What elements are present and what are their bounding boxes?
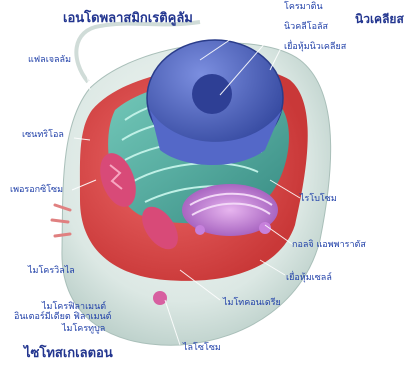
chromatin-label: โครมาติน <box>284 2 323 13</box>
ribosome-label: ไรโบโซม <box>300 194 337 205</box>
lysosome-label: ไลโซโซม <box>183 343 221 354</box>
golgi-label: กอลจิ แอพพาราตัส <box>292 240 366 251</box>
lysosome-shape <box>153 291 167 305</box>
title-endoplasmic-reticulum: เอนโดพลาสมิกเรติคูลัม <box>63 11 193 27</box>
cytoskeleton-title: ไซโทสเกเลตอน <box>24 346 113 362</box>
nucleus-group-label: นิวเคลียส <box>355 14 404 25</box>
microvilli-label: ไมโครวิลไล <box>28 266 75 277</box>
flagellum-label: แฟลเจลลัม <box>28 55 71 66</box>
nucleolus-shape <box>192 74 232 114</box>
microtubule-label: ไมโครทูบูล <box>62 324 105 335</box>
nuclear-envelope-label: เยื่อหุ้มนิวเคลียส <box>284 42 346 53</box>
peroxisome-label: เพอรอกซิโซม <box>10 185 63 196</box>
cell-membrane-label: เยื่อหุ้มเซลล์ <box>286 273 332 284</box>
golgi-shape <box>182 184 278 236</box>
nucleus-shape <box>147 40 283 165</box>
centriole-label: เซนทริโอล <box>22 130 64 141</box>
mitochondria-label: ไมโทคอนเดรีย <box>223 298 281 309</box>
nucleolus-label: นิวคลีโอลัส <box>284 22 328 33</box>
intermediate-filament-label: อินเตอร์มีเดียต ฟิลาเมนต์ <box>14 312 112 323</box>
